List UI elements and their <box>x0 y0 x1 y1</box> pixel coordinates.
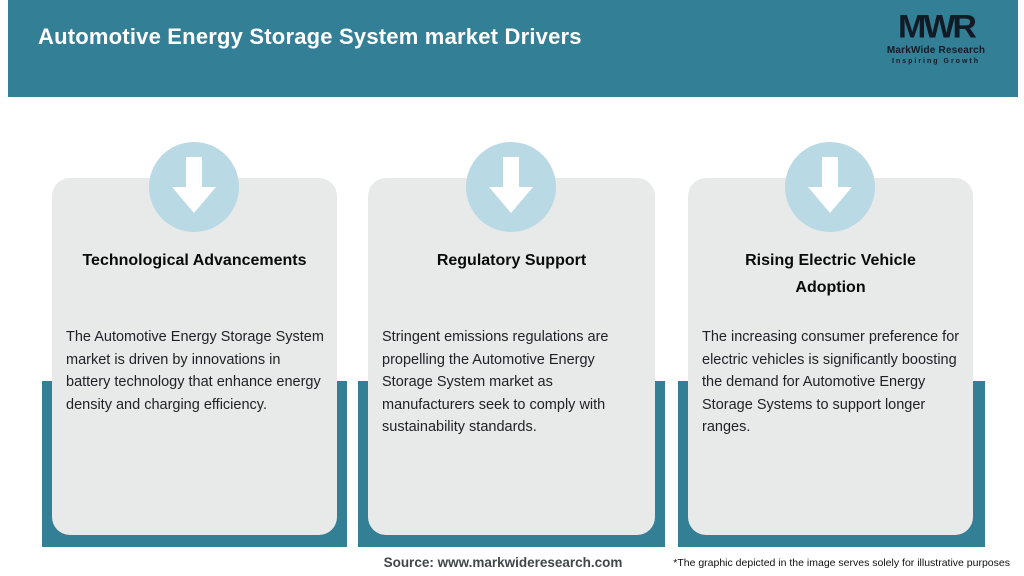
card-body-text: The Automotive Energy Storage System mar… <box>66 329 324 413</box>
arrow-down-icon <box>785 142 875 232</box>
card-body-text: Stringent emissions regulations are prop… <box>382 329 609 435</box>
header-bar: Automotive Energy Storage System market … <box>8 0 1018 97</box>
card-title: Rising Electric Vehicle Adoption <box>745 252 916 296</box>
source-text: Source: www.markwideresearch.com <box>383 555 623 570</box>
logo-acronym: MWR <box>898 8 977 46</box>
page-title: Automotive Energy Storage System market … <box>38 24 582 49</box>
logo-company-name: MarkWide Research <box>886 45 986 56</box>
arrow-down-icon <box>149 142 239 232</box>
arrow-down-glyph <box>489 157 533 213</box>
arrow-down-icon <box>466 142 556 232</box>
markwide-research-logo: MWR MarkWide Research Inspiring Growth <box>876 10 996 65</box>
card-title: Technological Advancements <box>82 252 307 269</box>
logo-tagline: Inspiring Growth <box>892 58 980 65</box>
card-body-text: The increasing consumer preference for e… <box>702 329 960 435</box>
disclaimer-text: *The graphic depicted in the image serve… <box>673 557 1010 569</box>
driver-card-rising-ev-adoption: Rising Electric Vehicle Adoption The inc… <box>688 178 973 535</box>
arrow-down-glyph <box>808 157 852 213</box>
arrow-down-glyph <box>172 157 216 213</box>
card-title: Regulatory Support <box>436 252 587 269</box>
driver-card-technological-advancements: Technological Advancements The Automotiv… <box>52 178 337 535</box>
driver-card-regulatory-support: Regulatory Support Stringent emissions r… <box>368 178 655 535</box>
